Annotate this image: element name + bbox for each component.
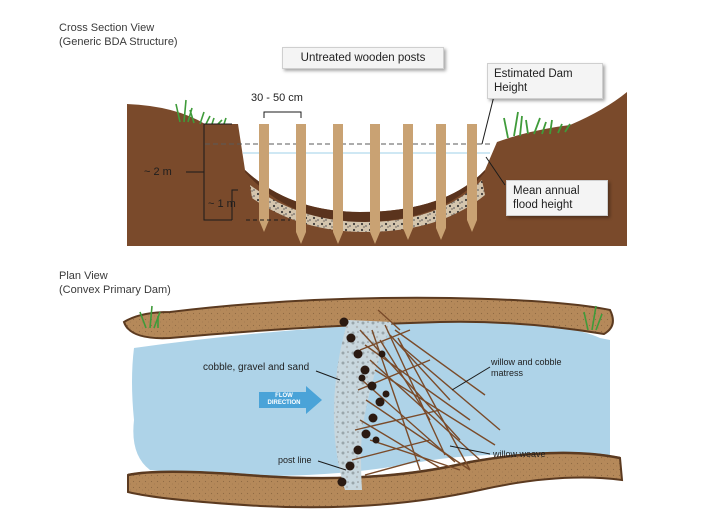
grass-plan-left [139,305,161,329]
post [296,124,306,244]
label-willow-mattress-line2: matress [491,368,524,378]
depth-2m-label: ~ 2 m [144,166,172,178]
post-line [337,317,390,487]
cross-section-title-line1: Cross Section View [59,22,155,34]
plan-pointers [315,366,491,471]
post [333,124,343,244]
channel-water [132,321,610,476]
callout-posts: Untreated wooden posts [282,47,444,69]
plan-view-title-line1: Plan View [59,270,108,282]
plan-view-title-line2: (Convex Primary Dam) [59,284,171,296]
callout-flood-height: Mean annual flood height [506,180,608,216]
grass-left [175,99,227,125]
dam-height-pointer [481,91,496,145]
label-willow-mattress: willow and cobble matress [491,357,562,379]
spacing-bracket [263,111,302,118]
top-bank [122,296,614,340]
flow-direction-line2: DIRECTION [267,400,301,406]
callout-posts-text: Untreated wooden posts [300,52,426,64]
cross-section-title: Cross Section View (Generic BDA Structur… [59,21,178,49]
grass-plan-right [583,305,603,331]
post [370,124,380,244]
post [467,124,477,232]
post [436,124,446,240]
grass-right [503,111,571,139]
label-willow-weave: willow weave [493,449,546,459]
callout-dam-height-line2: Height [494,82,528,94]
post [403,124,413,240]
plan-view-diagram [122,296,624,509]
depth-bracket-2m [186,123,232,221]
gravel-bed [250,180,485,232]
posts [259,124,477,244]
cobble-gravel-band [333,320,392,490]
cross-section-diagram [127,91,627,246]
depth-bracket-1m [231,189,290,221]
label-willow-mattress-line1: willow and cobble [491,357,562,367]
cross-section-soil [127,92,627,246]
depth-1m-label: ~ 1 m [208,198,236,210]
flow-direction-label: FLOW DIRECTION [262,393,306,407]
label-post-line: post line [278,455,312,465]
callout-flood-height-line2: flood height [513,199,573,211]
flow-direction-line1: FLOW [275,393,293,399]
flood-height-pointer [485,156,506,186]
spacing-label: 30 - 50 cm [251,92,303,104]
callout-flood-height-line1: Mean annual [513,185,580,197]
flow-direction-arrow [259,386,322,414]
plan-view-title: Plan View (Convex Primary Dam) [59,269,171,297]
callout-dam-height: Estimated Dam Height [487,63,603,99]
label-cobble-gravel-sand: cobble, gravel and sand [203,362,310,373]
callout-dam-height-line1: Estimated Dam [494,68,573,80]
cross-section-title-line2: (Generic BDA Structure) [59,36,178,48]
post [259,124,269,232]
